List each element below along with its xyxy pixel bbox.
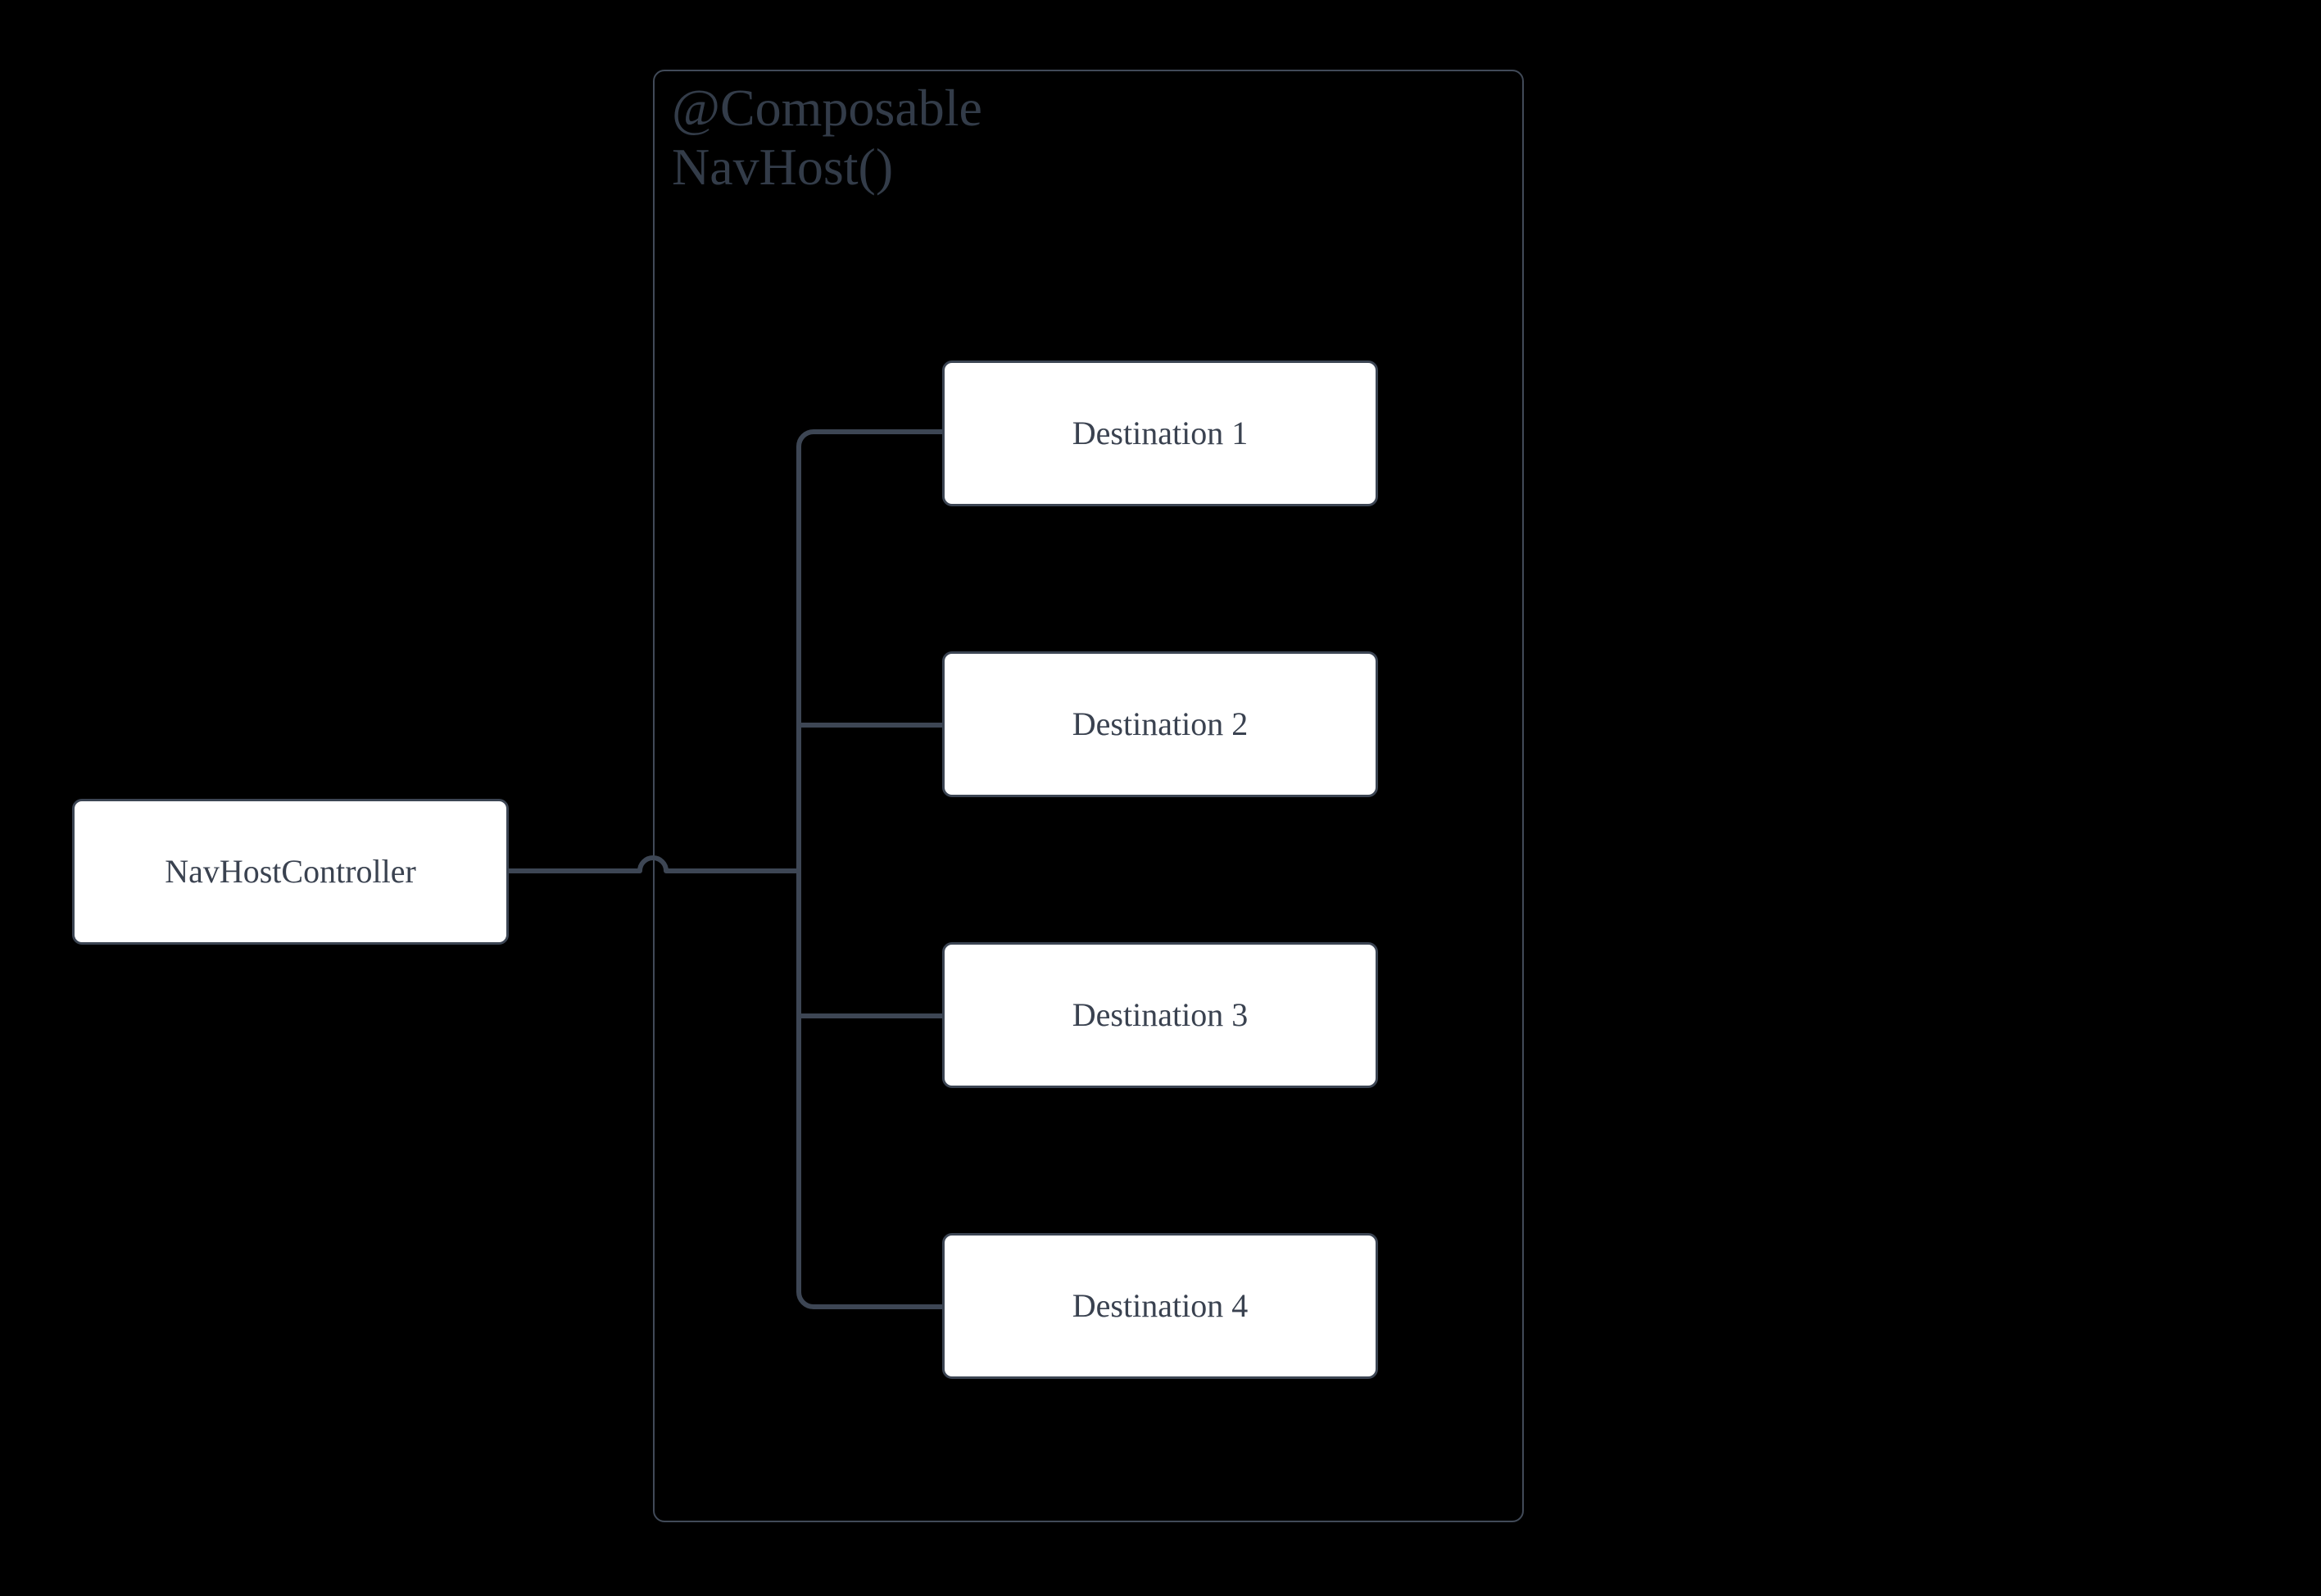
node-destination-3-label: Destination 3 [1072,996,1249,1033]
node-destination-2[interactable]: Destination 2 [942,651,1378,797]
node-destination-3[interactable]: Destination 3 [942,942,1378,1088]
node-destination-1-label: Destination 1 [1072,415,1249,451]
node-destination-4-label: Destination 4 [1072,1287,1249,1324]
node-destination-1[interactable]: Destination 1 [942,360,1378,506]
node-navhostcontroller[interactable]: NavHostController [72,799,509,945]
node-navhostcontroller-label: NavHostController [165,853,416,890]
node-destination-4[interactable]: Destination 4 [942,1233,1378,1379]
navhost-container [653,70,1524,1522]
node-destination-2-label: Destination 2 [1072,705,1249,742]
